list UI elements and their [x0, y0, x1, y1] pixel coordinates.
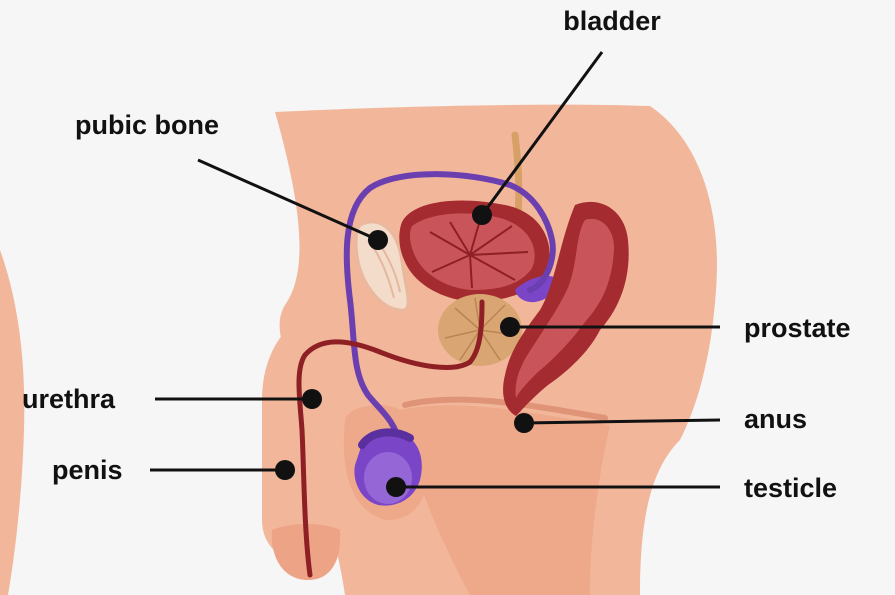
anus-dot: [514, 413, 534, 433]
bladder-dot: [472, 205, 492, 225]
prostate-dot: [500, 317, 520, 337]
ureter: [515, 135, 519, 215]
pubic-bone-label: pubic bone: [75, 110, 219, 140]
pubic-bone-dot: [368, 230, 388, 250]
urethra-dot: [302, 389, 322, 409]
anus-label: anus: [744, 404, 807, 434]
testicle-label: testicle: [744, 473, 837, 503]
prostate-label: prostate: [744, 313, 851, 343]
penis-label: penis: [52, 455, 123, 485]
testicle-organ: [354, 429, 421, 506]
urethra-label: urethra: [22, 384, 116, 414]
penis-dot: [275, 460, 295, 480]
left-leg-edge: [0, 250, 24, 595]
bladder-label: bladder: [563, 6, 661, 36]
testicle-dot: [386, 477, 406, 497]
body-silhouette: [0, 105, 717, 595]
